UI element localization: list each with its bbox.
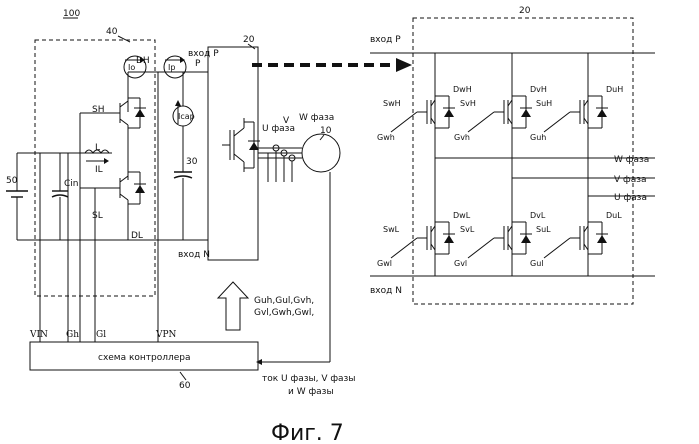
switch-label-SvH: SvH xyxy=(460,99,476,108)
motor-10 xyxy=(302,134,340,172)
gh-input-label: Gh xyxy=(66,330,79,340)
gate-label-Gwl: Gwl xyxy=(377,259,392,268)
diode-label-DuL: DuL xyxy=(606,211,622,220)
ref-40: 40 xyxy=(106,27,118,37)
gate-signal-arrow xyxy=(218,282,248,330)
detail-v-phase: V фаза xyxy=(614,175,647,185)
vhod-n-label: вход N xyxy=(178,250,210,260)
detail-w-phase: W фаза xyxy=(614,155,649,165)
io-label: Io xyxy=(128,63,135,72)
gate-signals-line1: Guh,Gul,Gvh, xyxy=(254,296,314,306)
switch-label-SuL: SuL xyxy=(536,225,551,234)
sh-label: SH xyxy=(92,105,104,115)
ref-50: 50 xyxy=(6,176,18,186)
node-p-label: P xyxy=(195,59,201,69)
detail-vhod-p: вход P xyxy=(370,35,401,45)
ref-10: 10 xyxy=(320,126,332,136)
inductor-label: L xyxy=(95,143,100,153)
igbt-cell-group: SwH DwH Gwh SvH DvH Gvh SuH DuH GuhSwL DwL Gwl SvL D… xyxy=(377,85,623,268)
controller-label: схема контроллера xyxy=(98,353,191,363)
diode-label-DvL: DvL xyxy=(530,211,546,220)
detail-u-phase: U фаза xyxy=(614,193,647,203)
cap-30-plate-bottom xyxy=(174,176,192,178)
ref-20-inverter: 20 xyxy=(243,35,255,45)
w-phase-label: W фаза xyxy=(299,113,334,123)
detail-vhod-n: вход N xyxy=(370,286,402,296)
ref-60: 60 xyxy=(179,381,191,391)
gate-label-Gvh: Gvh xyxy=(454,133,470,142)
gate-label-Gvl: Gvl xyxy=(454,259,467,268)
dl-label: DL xyxy=(131,231,143,241)
il-label: IL xyxy=(95,165,103,175)
cin-plate-bottom xyxy=(52,195,68,197)
diode-label-DuH: DuH xyxy=(606,85,623,94)
icap-label: Icap xyxy=(178,112,195,121)
diode-label-DwL: DwL xyxy=(453,211,471,220)
diode-label-DwH: DwH xyxy=(453,85,472,94)
gl-input-label: Gl xyxy=(96,330,106,340)
u-phase-label: U фаза xyxy=(262,124,295,134)
figure-caption: Фиг. 7 xyxy=(271,421,344,444)
ref-20-detail: 20 xyxy=(519,6,531,16)
switch-label-SwH: SwH xyxy=(383,99,401,108)
sl-label: SL xyxy=(92,211,103,221)
gate-label-Gwh: Gwh xyxy=(377,133,395,142)
gate-label-Gul: Gul xyxy=(530,259,544,268)
ref-30: 30 xyxy=(186,157,198,167)
ip-label: Ip xyxy=(168,63,175,72)
gate-signals-line2: Gvl,Gwh,Gwl, xyxy=(254,308,314,318)
vhod-p-label: вход P xyxy=(188,49,219,59)
current-note-1: ток U фазы, V фазы xyxy=(262,374,355,384)
inverter-block-20 xyxy=(208,47,258,260)
vpn-input-label: VPN xyxy=(155,330,177,340)
v-phase-label: V xyxy=(283,116,290,126)
cin-label: Cin xyxy=(64,179,79,189)
switch-label-SvL: SvL xyxy=(460,225,475,234)
diode-label-DvH: DvH xyxy=(530,85,547,94)
switch-label-SuH: SuH xyxy=(536,99,552,108)
switch-label-SwL: SwL xyxy=(383,225,400,234)
current-note-2: и W фазы xyxy=(288,387,334,397)
vin-input-label: VIN xyxy=(29,330,48,340)
inverter-detail-box-20 xyxy=(413,18,633,304)
gate-label-Guh: Guh xyxy=(530,133,546,142)
